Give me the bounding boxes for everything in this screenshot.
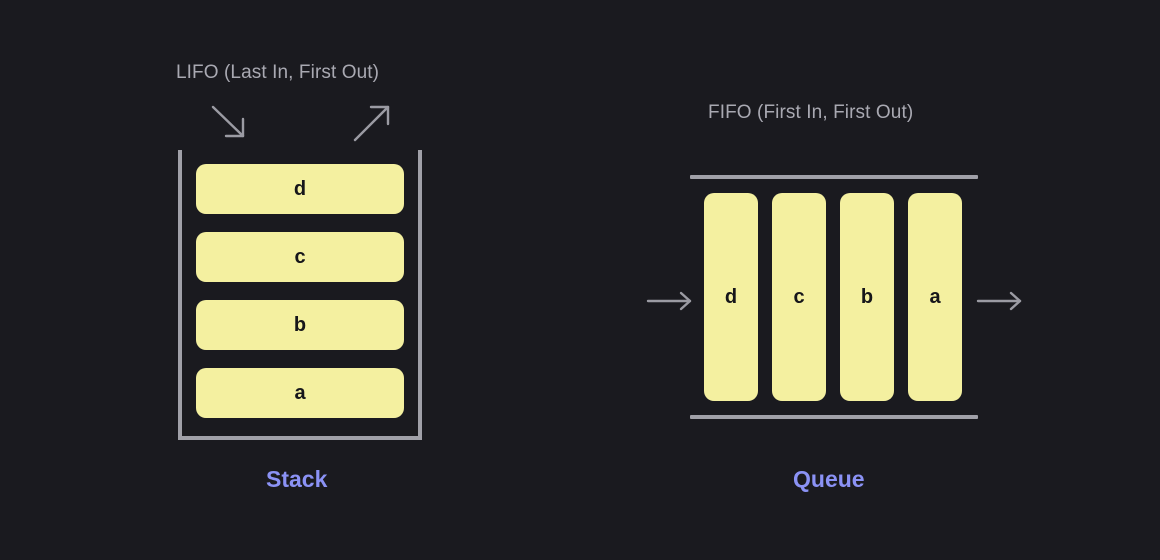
stack-item[interactable]: b bbox=[196, 300, 404, 350]
queue-title: Queue bbox=[793, 466, 865, 492]
queue-group: d c b a bbox=[690, 175, 978, 419]
push-arrow bbox=[211, 105, 245, 138]
stack-container: d c b a bbox=[178, 150, 422, 440]
queue-bottom-rail bbox=[690, 415, 978, 419]
enqueue-arrow bbox=[646, 291, 692, 311]
fifo-caption: FIFO (First In, First Out) bbox=[708, 102, 914, 123]
queue-item[interactable]: c bbox=[772, 193, 826, 401]
queue-item[interactable]: b bbox=[840, 193, 894, 401]
dequeue-arrow bbox=[976, 291, 1022, 311]
stack-group: d c b a bbox=[178, 150, 422, 440]
stack-item[interactable]: d bbox=[196, 164, 404, 214]
queue-item[interactable]: a bbox=[908, 193, 962, 401]
stack-item[interactable]: a bbox=[196, 368, 404, 418]
stack-items-list: d c b a bbox=[182, 164, 418, 418]
lifo-caption: LIFO (Last In, First Out) bbox=[176, 62, 380, 83]
stack-title: Stack bbox=[266, 466, 328, 492]
queue-top-rail bbox=[690, 175, 978, 179]
stack-item[interactable]: c bbox=[196, 232, 404, 282]
queue-items-list: d c b a bbox=[690, 179, 978, 415]
queue-item[interactable]: d bbox=[704, 193, 758, 401]
pop-arrow bbox=[353, 105, 390, 142]
